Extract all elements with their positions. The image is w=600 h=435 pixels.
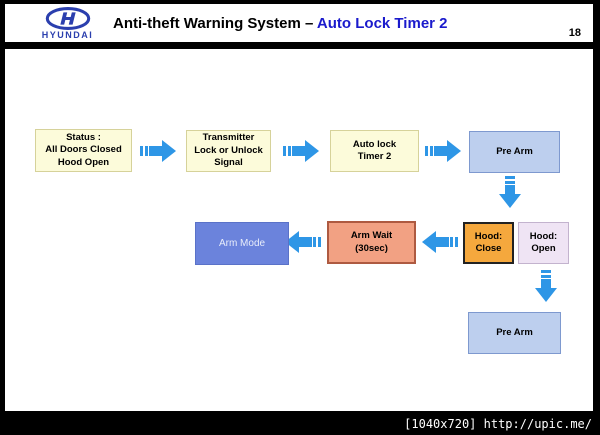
arm-wait-line-1: Arm Wait <box>350 230 393 242</box>
transmitter-line-2: Lock or Unlock <box>194 144 263 156</box>
watermark-bar: [1040x720] http://upic.me/ <box>0 413 600 435</box>
pre-arm-label: Pre Arm <box>496 145 533 157</box>
transmitter-line-3: Signal <box>214 157 243 169</box>
page-title: Anti-theft Warning System – Auto Lock Ti… <box>113 15 448 32</box>
hood-close-line-2: Close <box>475 243 502 254</box>
arrow-left-icon <box>283 229 321 255</box>
auto-lock-line-1: Auto lock <box>352 138 397 150</box>
status-line-3: Hood Open <box>57 156 110 168</box>
page-title-topic: Auto Lock Timer 2 <box>316 15 448 32</box>
auto-lock-timer-box: Auto lock Timer 2 <box>330 130 419 172</box>
page-title-main: Anti-theft Warning System – <box>113 15 314 32</box>
hood-open-box: Hood: Open <box>518 222 569 264</box>
watermark-text: [1040x720] http://upic.me/ <box>404 417 592 431</box>
hood-close-line-1: Hood: <box>474 230 503 242</box>
arm-mode-box: Arm Mode <box>195 222 289 265</box>
status-line-1: Status : <box>66 131 101 143</box>
arrow-right-icon <box>283 138 321 164</box>
hood-open-line-2: Open <box>531 243 556 254</box>
hood-open-line-1: Hood: <box>529 230 558 242</box>
arrow-down-icon <box>533 270 559 304</box>
arm-mode-label: Arm Mode <box>218 238 266 249</box>
hyundai-logo: HYUNDAI <box>30 7 105 40</box>
arm-wait-box: Arm Wait (30sec) <box>327 221 416 264</box>
arrow-right-icon <box>425 138 463 164</box>
page-number: 18 <box>568 27 581 39</box>
transmitter-box: Transmitter Lock or Unlock Signal <box>186 130 271 172</box>
auto-lock-line-2: Timer 2 <box>357 151 392 162</box>
arm-wait-line-2: (30sec) <box>355 242 388 254</box>
hood-close-box: Hood: Close <box>463 222 514 264</box>
arrow-left-icon <box>420 229 458 255</box>
pre-arm-label: Pre Arm <box>496 326 533 338</box>
status-line-2: All Doors Closed <box>45 144 122 156</box>
hyundai-logo-text: HYUNDAI <box>41 30 94 40</box>
pre-arm-box-2: Pre Arm <box>468 312 561 354</box>
diagram-canvas: Status : All Doors Closed Hood Open Tran… <box>3 47 595 413</box>
transmitter-line-1: Transmitter <box>202 132 255 144</box>
status-box: Status : All Doors Closed Hood Open <box>35 129 132 172</box>
slide-header: HYUNDAI Anti-theft Warning System – Auto… <box>3 2 595 44</box>
pre-arm-box-1: Pre Arm <box>469 131 560 173</box>
arrow-down-icon <box>497 176 523 210</box>
arrow-right-icon <box>140 138 178 164</box>
hyundai-logo-icon <box>45 7 90 30</box>
